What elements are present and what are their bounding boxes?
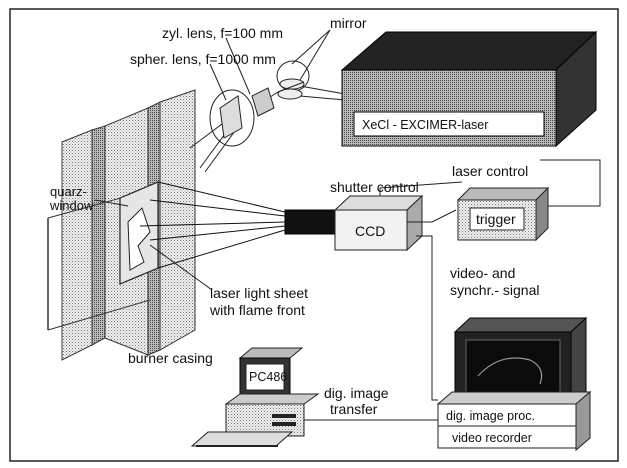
laser-label: XeCl - EXCIMER-laser [362, 118, 488, 132]
transfer-label-line1: dig. image [324, 385, 389, 401]
cylindrical-lens-label: zyl. lens, f=100 mm [162, 25, 283, 41]
video-recorder-label: video recorder [452, 431, 532, 445]
transfer-label-line2: transfer [330, 401, 378, 417]
quartz-window-label-line2: window [49, 198, 94, 213]
mirror-label: mirror [330, 15, 367, 31]
trigger-label: trigger [476, 211, 516, 227]
light-sheet-label-line2: with flame front [209, 302, 305, 318]
video-signal-label-line1: video- and [450, 265, 515, 281]
mirrors [277, 61, 309, 99]
laser-control-cable [540, 160, 600, 206]
image-proc-label: dig. image proc. [446, 409, 535, 423]
light-sheet-label-line1: laser light sheet [210, 285, 308, 301]
ccd-label: CCD [355, 223, 385, 239]
monitor [455, 318, 586, 404]
video-signal-label-line2: synchr.- signal [450, 282, 539, 298]
pc-label: PC486 [249, 370, 287, 384]
laser-control-label: laser control [452, 163, 528, 179]
video-signal-cable [416, 236, 438, 400]
quartz-window [120, 182, 158, 284]
ccd-camera [285, 196, 422, 250]
spherical-lens [210, 90, 254, 146]
cylindrical-lens [252, 88, 274, 116]
spherical-lens-label: spher. lens, f=1000 mm [130, 51, 276, 67]
quartz-window-label-line1: quarz- [50, 184, 87, 199]
shutter-control-label: shutter control [330, 179, 419, 195]
burner-casing-label: burner casing [128, 350, 213, 366]
